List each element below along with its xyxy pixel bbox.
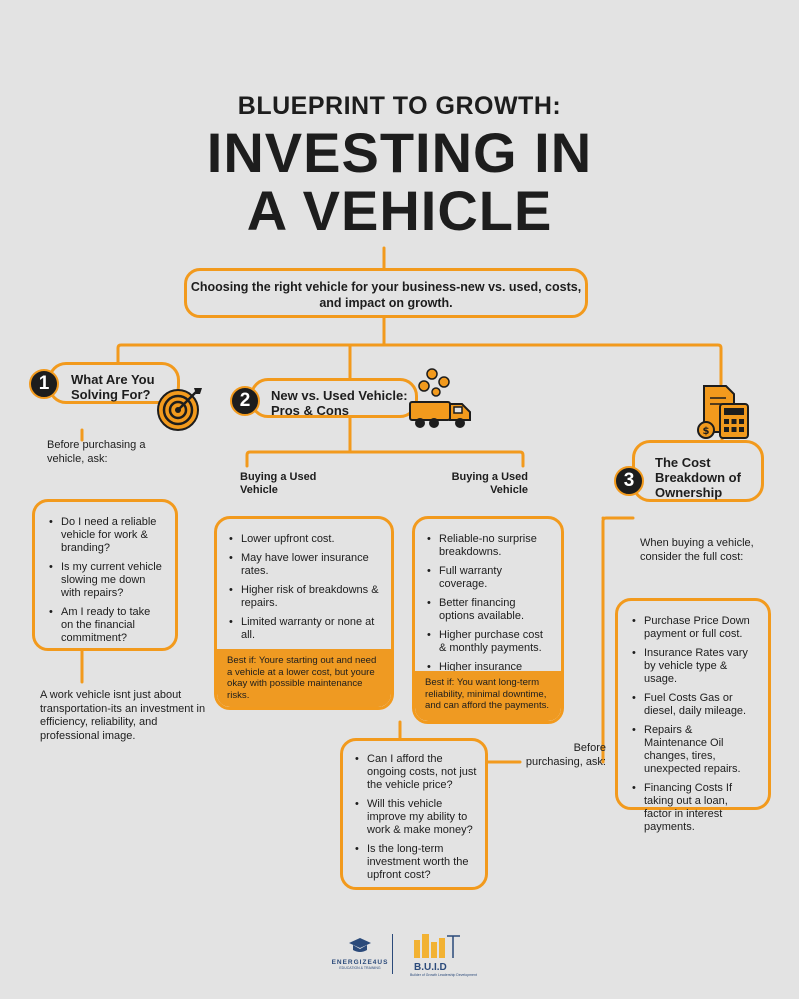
- svg-text:$: $: [703, 426, 710, 437]
- section3-prompt: When buying a vehicle, consider the full…: [640, 537, 754, 563]
- list-item: Will this vehicle improve my ability to …: [355, 798, 477, 837]
- list-item: Better financing options available.: [427, 597, 551, 623]
- calculator-icon: $: [694, 382, 752, 445]
- page-title-line1: INVESTING IN: [206, 121, 593, 184]
- used-heading: Buying a Used Vehicle: [240, 471, 316, 497]
- section3-title-line1: The Cost: [655, 455, 711, 470]
- section3-badge: 3: [614, 466, 644, 496]
- section1-conclusion: A work vehicle isnt just about transport…: [40, 689, 206, 742]
- section2-title-line1: New vs. Used Vehicle:: [271, 388, 408, 403]
- build-logo-tag: Builder of Growth Leadership Development: [410, 973, 477, 977]
- before-ask-label: Before purchasing, ask:: [520, 742, 606, 769]
- new-best-if: Best if: You want long-term reliability,…: [415, 671, 561, 721]
- energize-logo-name: ENERGIZE4US: [331, 959, 389, 966]
- section3-title-line3: Ownership: [655, 485, 723, 500]
- list-item: Repairs & Maintenance Oil changes, tires…: [632, 724, 758, 776]
- list-item: Can I afford the ongoing costs, not just…: [355, 753, 477, 792]
- new-heading-line2: Vehicle: [490, 484, 528, 496]
- build-logo: B.U.I.D Builder of Growth Leadership Dev…: [404, 932, 484, 977]
- list-item: Full warranty coverage.: [427, 565, 551, 591]
- before-ask-box: Can I afford the ongoing costs, not just…: [340, 738, 488, 890]
- section1-questions-box: Do I need a reliable vehicle for work & …: [32, 499, 178, 651]
- used-heading-line1: Buying a Used: [240, 471, 317, 483]
- section2-badge: 2: [230, 386, 260, 416]
- list-item: Financing Costs If taking out a loan, fa…: [632, 782, 758, 834]
- list-item: Reliable-no surprise breakdowns.: [427, 533, 551, 559]
- energize-logo-tag: EDUCATION & TRAINING: [339, 966, 381, 970]
- section3-title-box: The Cost Breakdown of Ownership: [632, 440, 764, 502]
- section2-title-box: New vs. Used Vehicle: Pros & Cons: [250, 378, 418, 418]
- section1-badge: 1: [29, 369, 59, 399]
- section3-title-line2: Breakdown of: [655, 470, 741, 485]
- used-best-if: Best if: Youre starting out and need a v…: [217, 649, 391, 707]
- section1-title-line1: What Are You: [71, 372, 155, 387]
- list-item: Is the long-term investment worth the up…: [355, 843, 477, 882]
- build-logo-name: B.U.I.D: [414, 962, 447, 973]
- list-item: Do I need a reliable vehicle for work & …: [49, 516, 165, 555]
- list-item: Limited warranty or none at all.: [229, 616, 381, 642]
- graduation-cap-icon: [349, 938, 371, 952]
- list-item: Am I ready to take on the financial comm…: [49, 606, 165, 645]
- page-subtitle: BLUEPRINT TO GROWTH:: [237, 92, 562, 120]
- logo-divider: [392, 934, 393, 974]
- list-item: Higher risk of breakdowns & repairs.: [229, 584, 381, 610]
- list-item: Purchase Price Down payment or full cost…: [632, 615, 758, 641]
- target-icon: [156, 384, 206, 439]
- section2-title-line2: Pros & Cons: [271, 403, 350, 418]
- used-box: Lower upfront cost. May have lower insur…: [214, 516, 394, 710]
- list-item: Fuel Costs Gas or diesel, daily mileage.: [632, 692, 758, 718]
- city-skyline-icon: [414, 934, 460, 958]
- new-heading: Buying a Used Vehicle: [448, 471, 528, 497]
- before-ask-label-line1: Before: [573, 742, 606, 754]
- section3-costs-box: Purchase Price Down payment or full cost…: [615, 598, 771, 833]
- list-item: Insurance Rates vary by vehicle type & u…: [632, 647, 758, 686]
- intro-text: Choosing the right vehicle for your busi…: [190, 280, 582, 310]
- list-item: May have lower insurance rates.: [229, 552, 381, 578]
- list-item: Higher purchase cost & monthly payments.: [427, 629, 551, 655]
- list-item: Is my current vehicle slowing me down wi…: [49, 561, 165, 600]
- new-heading-line1: Buying a Used: [451, 471, 528, 483]
- page-title-line2: A VEHICLE: [246, 179, 553, 242]
- used-heading-line2: Vehicle: [240, 484, 278, 496]
- intro-box: Choosing the right vehicle for your busi…: [184, 268, 588, 318]
- list-item: Lower upfront cost.: [229, 533, 381, 546]
- before-ask-label-line2: purchasing, ask:: [525, 755, 606, 768]
- section1-prompt: Before purchasing a vehicle, ask:: [47, 439, 146, 465]
- energize-logo: ENERGIZE4US EDUCATION & TRAINING: [330, 936, 390, 970]
- section1-title-line2: Solving For?: [71, 387, 151, 402]
- new-box: Reliable-no surprise breakdowns. Full wa…: [412, 516, 564, 724]
- truck-icon: [404, 366, 474, 437]
